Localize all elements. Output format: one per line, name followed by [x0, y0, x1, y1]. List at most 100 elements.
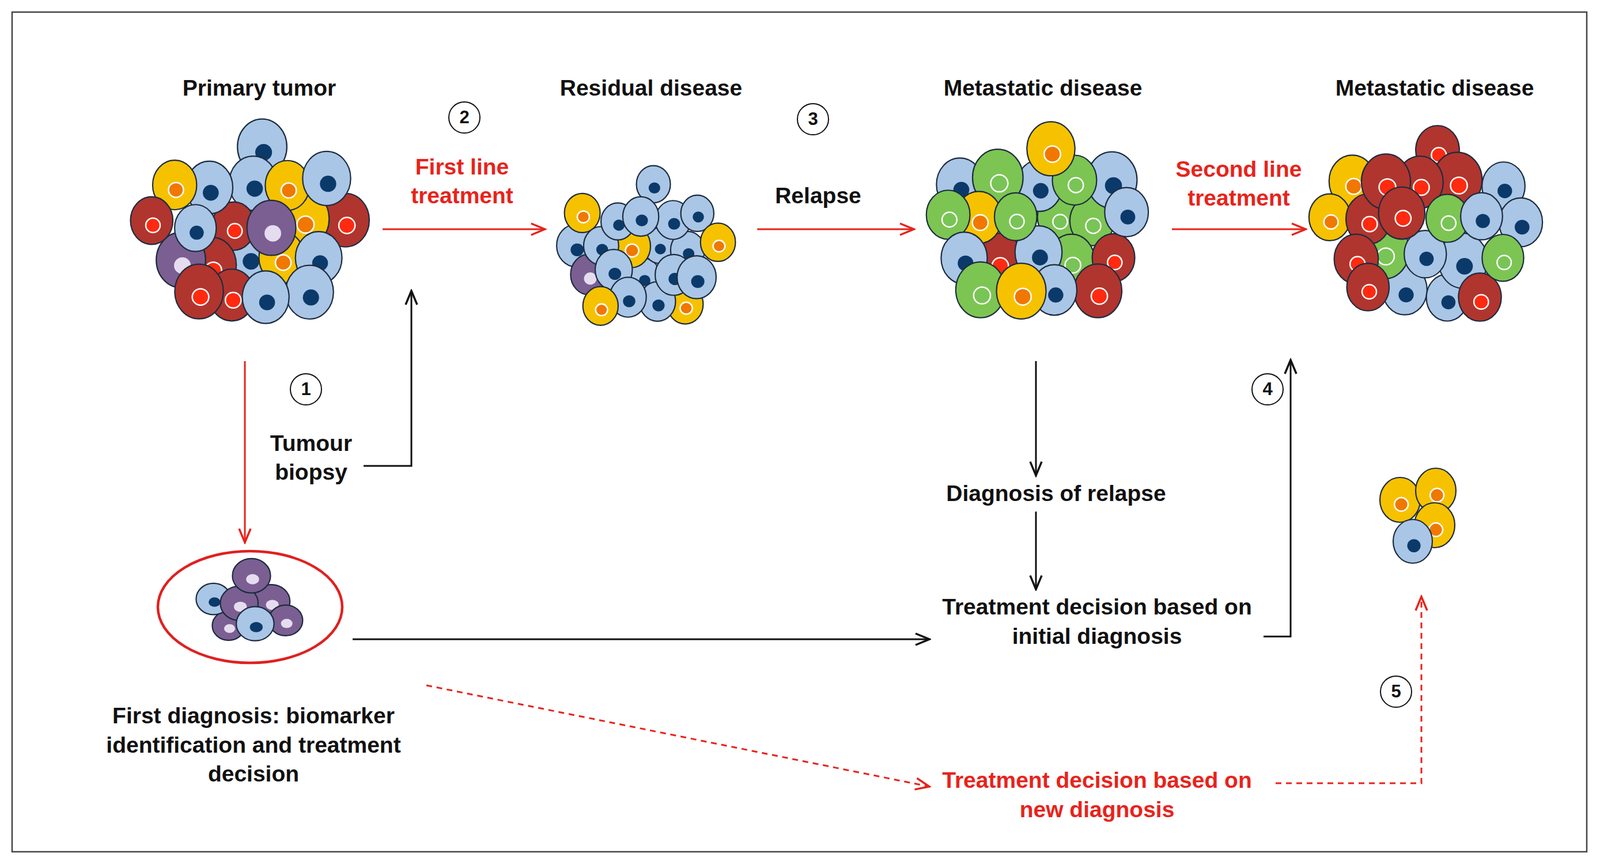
cell-body: [1460, 193, 1503, 241]
node-text: Metastatic disease: [1335, 73, 1535, 104]
cell-body: [994, 193, 1038, 241]
callout-number: 5: [1379, 675, 1413, 709]
cell: [1379, 477, 1421, 523]
cell-body: [1481, 234, 1524, 282]
cell-nucleus: [608, 267, 622, 281]
cell-body: [700, 222, 736, 262]
cell-nucleus: [303, 289, 320, 306]
cell-nucleus: [242, 252, 260, 270]
connectors: [244, 229, 1306, 788]
stage-heading: Residual disease: [553, 73, 750, 342]
cell-body: [676, 255, 717, 299]
cell-nucleus: [713, 240, 726, 252]
edge-label: Second line treatment: [1165, 154, 1312, 213]
node-text: Metastatic disease: [943, 73, 1143, 104]
cell: [247, 200, 297, 256]
cell-nucleus: [972, 214, 989, 231]
cell-nucleus: [1085, 218, 1101, 234]
connector: [1171, 228, 1306, 231]
cell-nucleus: [1430, 488, 1444, 502]
cell-cluster: [556, 165, 736, 326]
connector: [382, 228, 546, 231]
cell-nucleus: [1068, 177, 1084, 193]
cell-nucleus: [275, 255, 291, 271]
cell-body: [1026, 121, 1075, 176]
cell-nucleus: [1377, 248, 1394, 266]
node-text: First diagnosis: biomarker identificatio…: [86, 701, 421, 790]
cell-nucleus: [1450, 177, 1468, 195]
cell-nucleus: [281, 183, 297, 199]
cell: [242, 270, 290, 324]
cell-nucleus: [1033, 183, 1049, 199]
cell-body: [130, 197, 173, 245]
cell-nucleus: [570, 243, 584, 257]
connector: [1035, 511, 1038, 590]
connector: [352, 638, 930, 641]
cell-clusters: [130, 119, 1543, 642]
cell-nucleus: [227, 223, 242, 238]
process-step: Treatment decision based on initial diag…: [935, 592, 1259, 652]
cell: [1378, 187, 1425, 240]
cell-nucleus: [264, 225, 282, 242]
cell-nucleus: [1419, 251, 1434, 267]
cell-nucleus: [990, 175, 1009, 193]
cell: [130, 197, 173, 245]
cell-body: [564, 193, 601, 233]
cell-nucleus: [1497, 183, 1512, 199]
cell-nucleus: [1048, 287, 1064, 303]
cell-nucleus: [668, 218, 681, 230]
cell-nucleus: [1091, 288, 1108, 305]
cell-body: [1309, 194, 1351, 241]
cell-nucleus: [246, 574, 259, 585]
cell-nucleus: [1014, 288, 1032, 306]
cell-nucleus: [973, 287, 991, 305]
cell: [1104, 187, 1149, 237]
cell-body: [622, 197, 659, 237]
callout-number: 4: [1251, 373, 1284, 406]
edge-label: Relapse: [754, 181, 882, 211]
cell-cluster: [195, 558, 303, 642]
cell: [994, 193, 1038, 241]
node-text: Primary tumor: [182, 73, 337, 104]
cell-nucleus: [1398, 287, 1414, 303]
frame: [12, 12, 1587, 853]
cell-nucleus: [1395, 210, 1412, 227]
cell-nucleus: [679, 302, 692, 315]
cell-nucleus: [1441, 295, 1456, 310]
cell-nucleus: [1052, 214, 1068, 230]
connector: [757, 228, 914, 231]
biopsy-diagnosis: First diagnosis: biomarker identificatio…: [86, 547, 421, 790]
new-treatment-leader: [1275, 596, 1422, 784]
stage-heading: Primary tumor: [144, 73, 375, 355]
cell-nucleus: [319, 175, 336, 192]
cell: [676, 255, 717, 299]
cell: [1481, 234, 1524, 282]
cell-cluster: [1379, 468, 1456, 564]
cell-nucleus: [1009, 214, 1024, 229]
cell-body: [1378, 187, 1425, 240]
cell-body: [996, 263, 1047, 320]
cell-nucleus: [1455, 258, 1473, 275]
cell-nucleus: [942, 212, 958, 228]
cell-body: [247, 200, 297, 256]
cell-nucleus: [1406, 539, 1421, 553]
stage-heading: Metastatic disease: [1313, 73, 1556, 355]
edge-label: First line treatment: [392, 152, 532, 211]
cell-nucleus: [648, 182, 661, 194]
cell-nucleus: [1496, 255, 1512, 270]
cell-body: [232, 558, 271, 594]
node-text: Treatment decision based on initial diag…: [935, 592, 1259, 652]
cell-nucleus: [1362, 284, 1377, 300]
cell-nucleus: [338, 217, 355, 234]
process-step: Treatment decision based on new diagnosi…: [935, 766, 1259, 825]
cell-nucleus: [595, 304, 608, 316]
cell-body: [1393, 519, 1433, 564]
cell-nucleus: [584, 272, 597, 285]
cell: [622, 197, 659, 237]
cell: [1458, 273, 1501, 322]
cell-body: [1379, 477, 1421, 523]
edge-label: Tumour biopsy: [262, 429, 361, 487]
cell: [174, 204, 217, 252]
cell: [583, 286, 619, 326]
cell: [564, 193, 601, 233]
